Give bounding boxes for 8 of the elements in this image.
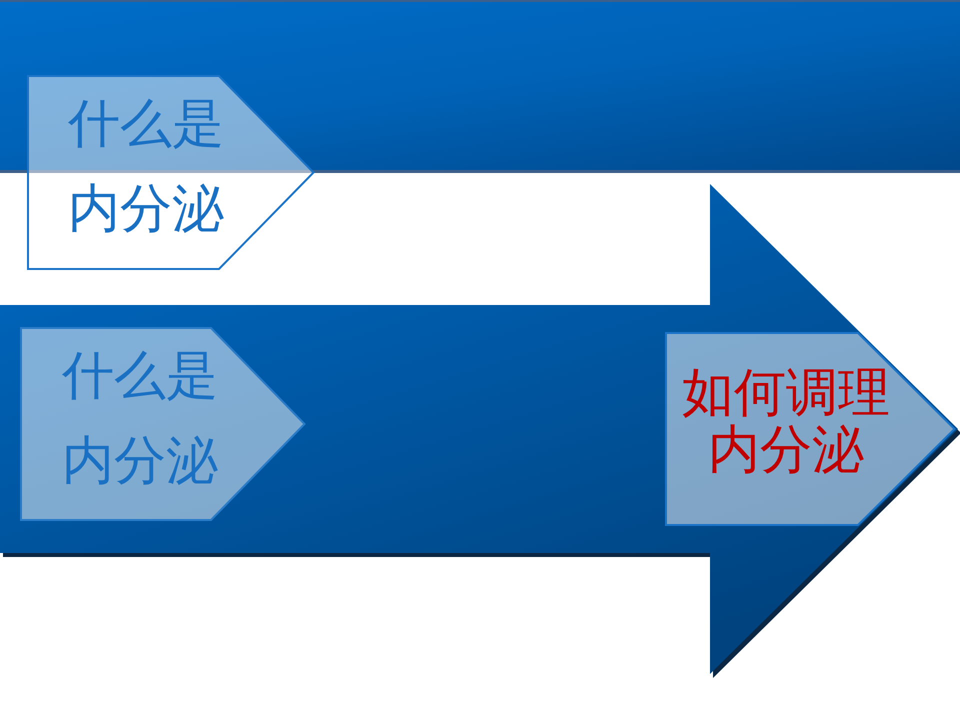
chevron-box	[27, 75, 315, 270]
chevron-box	[20, 327, 306, 521]
header-band	[0, 0, 960, 173]
block-arrow	[0, 184, 958, 674]
chevron-box	[665, 332, 956, 526]
chevron-label: 什么是内分泌	[68, 93, 225, 241]
chevron-label: 什么是内分泌	[62, 345, 219, 493]
chevron-label: 如何调理内分泌	[681, 365, 891, 479]
